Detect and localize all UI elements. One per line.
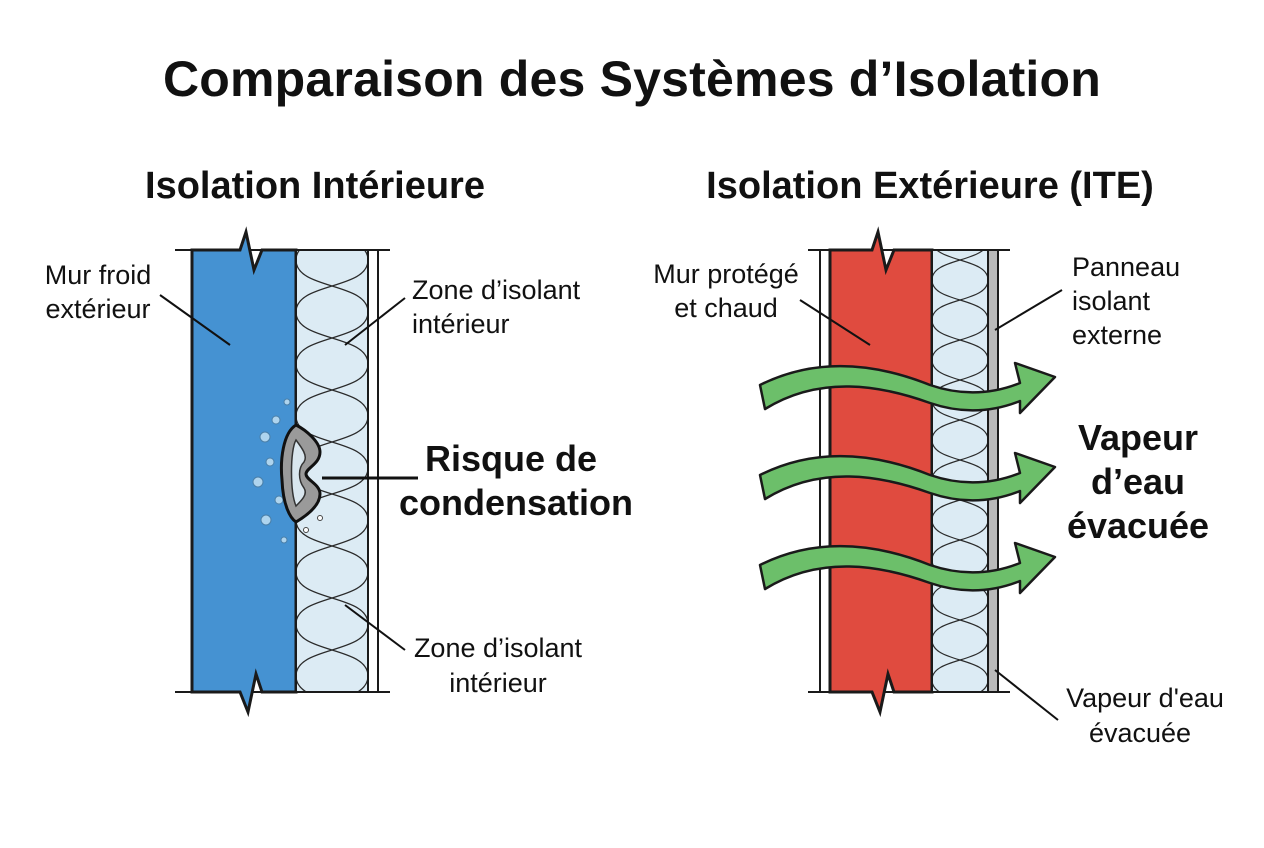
insulation-bottom-label-1: Zone d’isolant bbox=[414, 633, 583, 663]
exterior-insulation-pattern bbox=[931, 249, 989, 693]
left-leader-lines bbox=[159, 294, 418, 651]
right-panel-title: Isolation Extérieure (ITE) bbox=[706, 165, 1154, 207]
right-leader-lines bbox=[799, 289, 1063, 721]
panel-label-1: Panneau bbox=[1072, 252, 1180, 282]
exterior-render-layer bbox=[987, 249, 999, 693]
condensation-pocket-highlight bbox=[290, 438, 307, 508]
vapor-bottom-leader bbox=[994, 669, 1059, 721]
panel-label-3: externe bbox=[1072, 320, 1162, 350]
warm-wall-label-1: Mur protégé bbox=[653, 259, 799, 289]
warm-wall-leader bbox=[799, 299, 871, 346]
cold-wall-leader bbox=[159, 294, 231, 346]
vapor-arrow bbox=[758, 451, 1057, 505]
warm-wall-label-2: et chaud bbox=[674, 293, 778, 323]
condensation-pocket bbox=[279, 423, 322, 524]
insulation-bottom-label-2: intérieur bbox=[449, 668, 547, 698]
insulation-bottom-leader bbox=[344, 604, 406, 651]
insulation-top-label-2: intérieur bbox=[412, 309, 510, 339]
vapor-arrows bbox=[758, 361, 1057, 595]
panel-label-2: isolant bbox=[1072, 286, 1151, 316]
vapor-arrow bbox=[758, 541, 1057, 595]
condensation-label-2: condensation bbox=[399, 482, 633, 523]
panel-leader bbox=[994, 289, 1063, 331]
cold-wall-label-1: Mur froid bbox=[45, 260, 152, 290]
vapor-bottom-label-1: Vapeur d'eau bbox=[1066, 683, 1224, 713]
left-panel-title: Isolation Intérieure bbox=[145, 165, 485, 207]
vapor-arrow bbox=[758, 361, 1057, 415]
insulation-top-label-1: Zone d’isolant bbox=[412, 275, 581, 305]
condensation-label-1: Risque de bbox=[425, 438, 597, 479]
vapor-main-label-1: Vapeur bbox=[1078, 417, 1198, 458]
vapor-main-label-2: d’eau bbox=[1091, 461, 1185, 502]
vapor-main-label-3: évacuée bbox=[1067, 505, 1209, 546]
interior-finish-layer bbox=[367, 249, 379, 693]
left-wall-section bbox=[175, 226, 390, 718]
insulation-top-leader bbox=[344, 297, 406, 346]
cold-wall-label-2: extérieur bbox=[45, 294, 150, 324]
vapor-bottom-label-2: évacuée bbox=[1089, 718, 1191, 748]
main-title: Comparaison des Systèmes d’Isolation bbox=[162, 51, 1102, 107]
